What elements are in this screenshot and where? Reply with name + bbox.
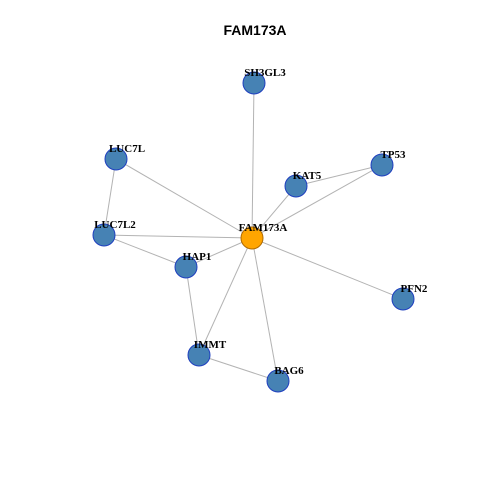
node-circle <box>104 147 128 171</box>
node-luc7l2: LUC7L2 <box>92 219 136 247</box>
node-hap1: HAP1 <box>174 251 212 279</box>
node-label: LUC7L2 <box>94 219 136 231</box>
graph-title: FAM173A <box>223 22 286 38</box>
node-fam173a: FAM173A <box>239 222 288 250</box>
node-label: FAM173A <box>239 222 288 234</box>
node-label: KAT5 <box>293 170 322 182</box>
edge-layer <box>103 82 404 382</box>
edge-fam173a-pfn2 <box>251 237 404 300</box>
node-label: SH3GL3 <box>244 67 286 79</box>
edge-fam173a-bag6 <box>251 237 279 382</box>
node-circle <box>92 223 116 247</box>
edge-fam173a-immt <box>198 237 253 356</box>
edge-hap1-immt <box>185 266 200 356</box>
node-bag6: BAG6 <box>266 365 304 393</box>
edge-luc7l2-hap1 <box>103 234 187 268</box>
edge-immt-bag6 <box>198 354 279 382</box>
node-luc7l: LUC7L <box>104 143 145 171</box>
node-tp53: TP53 <box>370 149 406 177</box>
node-immt: IMMT <box>187 339 227 367</box>
edge-kat5-tp53 <box>295 164 383 187</box>
node-label: PFN2 <box>401 283 428 295</box>
node-kat5: KAT5 <box>284 170 322 198</box>
node-circle <box>266 369 290 393</box>
node-pfn2: PFN2 <box>391 283 428 311</box>
node-circle <box>242 71 266 95</box>
edge-fam173a-sh3gl3 <box>251 82 255 239</box>
node-circle <box>391 287 415 311</box>
node-label: BAG6 <box>274 365 304 377</box>
node-label: IMMT <box>194 339 227 351</box>
edge-fam173a-luc7l <box>115 158 253 239</box>
node-circle <box>174 255 198 279</box>
node-label: LUC7L <box>109 143 145 155</box>
node-circle <box>240 226 264 250</box>
node-label: HAP1 <box>183 251 212 263</box>
node-sh3gl3: SH3GL3 <box>242 67 286 95</box>
node-circle <box>284 174 308 198</box>
node-label: TP53 <box>380 149 406 161</box>
edge-fam173a-tp53 <box>251 164 383 239</box>
edge-luc7l-luc7l2 <box>103 158 117 236</box>
node-circle <box>187 343 211 367</box>
edge-fam173a-luc7l2 <box>103 234 253 239</box>
edge-fam173a-hap1 <box>185 237 253 268</box>
node-circle <box>370 153 394 177</box>
